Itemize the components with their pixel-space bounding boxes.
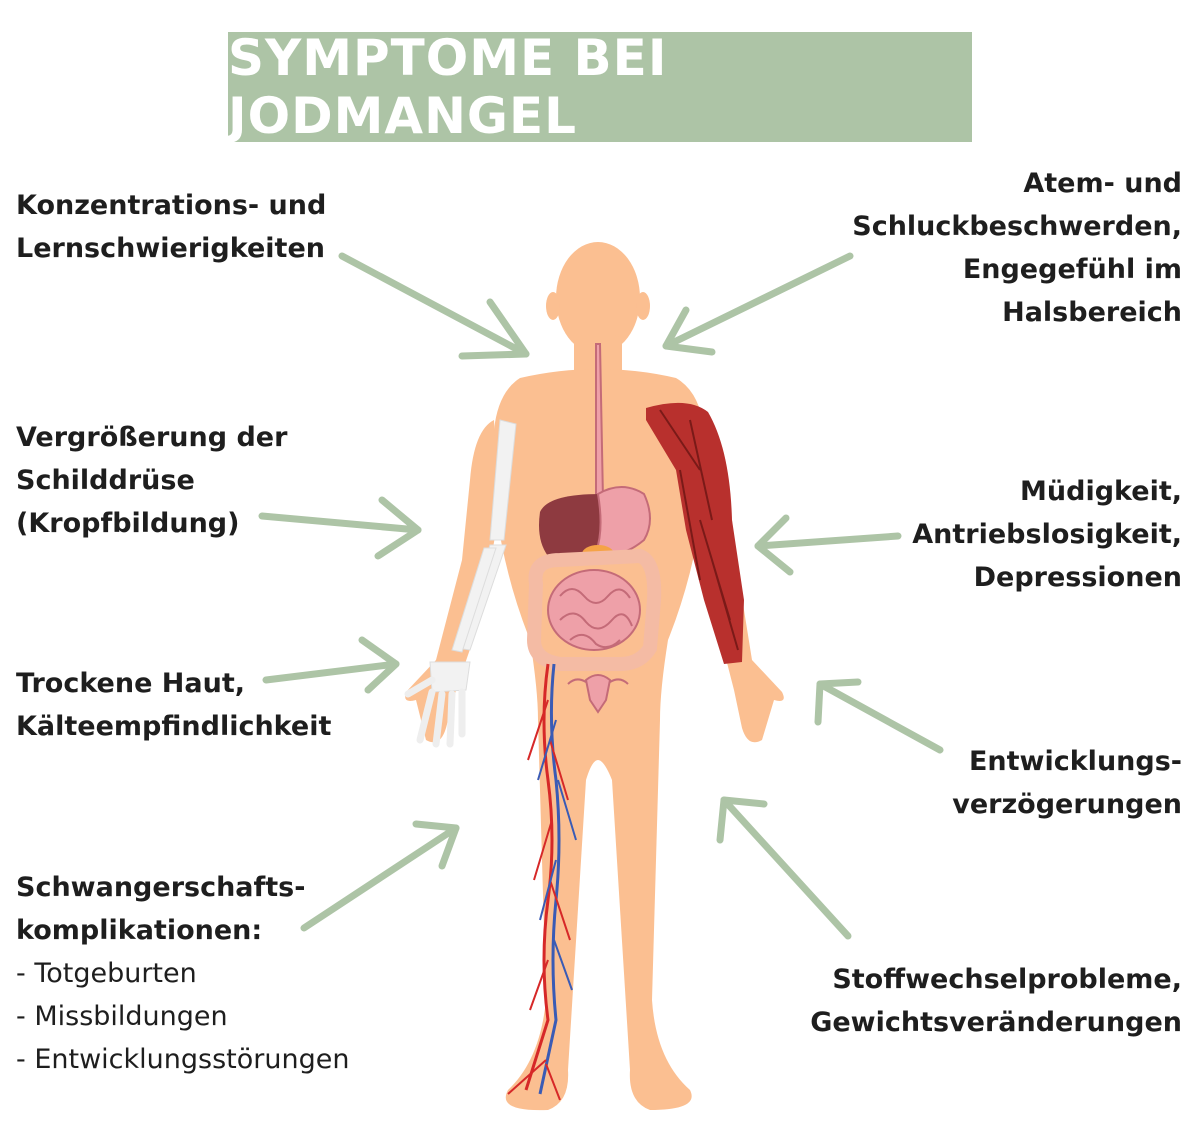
symptom-line: Entwicklungs-	[968, 746, 1182, 777]
stomach	[594, 486, 651, 556]
symptom-line: Lernschwierigkeiten	[16, 233, 325, 264]
symptom-thyroid: Vergrößerung der Schilddrüse (Kropfbildu…	[16, 416, 287, 545]
arm-bones	[404, 419, 517, 748]
arrow-metabolism	[716, 796, 852, 940]
arrow-development	[814, 678, 944, 754]
blood-vessels	[507, 663, 577, 1101]
arrows	[258, 252, 944, 940]
symptom-line: Atem- und	[1023, 168, 1182, 199]
arrow-concentration	[338, 252, 530, 360]
symptom-sub-item: - Totgeburten	[16, 958, 197, 989]
symptom-line: Stoffwechselprobleme,	[832, 964, 1182, 995]
symptom-line: Trockene Haut,	[16, 668, 245, 699]
symptom-concentration: Konzentrations- und Lernschwierigkeiten	[16, 184, 326, 270]
page-title: SYMPTOME BEI JODMANGEL	[228, 29, 668, 145]
symptom-breathing: Atem- und Schluckbeschwerden, Engegefühl…	[852, 162, 1182, 334]
uterus	[584, 674, 612, 714]
arrow-thyroid	[258, 496, 422, 560]
symptom-line: Müdigkeit,	[1020, 476, 1182, 507]
symptom-line: Schilddrüse	[16, 465, 195, 496]
symptom-line: verzögerungen	[952, 789, 1182, 820]
small-intestine	[547, 569, 641, 651]
symptom-line: Engegefühl im	[962, 254, 1182, 285]
symptom-line: (Kropfbildung)	[16, 508, 240, 539]
symptom-sub-item: - Entwicklungsstörungen	[16, 1044, 350, 1075]
symptom-metabolism: Stoffwechselprobleme, Gewichtsveränderun…	[810, 958, 1182, 1044]
symptom-pregnancy: Schwangerschafts- komplikationen: - Totg…	[16, 866, 349, 1081]
symptom-fatigue: Müdigkeit, Antriebslosigkeit, Depression…	[912, 470, 1182, 599]
symptom-skin: Trockene Haut, Kälteempfindlichkeit	[16, 662, 331, 748]
symptom-line: Kälteempfindlichkeit	[16, 711, 332, 742]
large-intestine	[526, 548, 662, 671]
symptom-line: Schwangerschafts-	[16, 872, 306, 903]
symptom-line: Konzentrations- und	[16, 190, 327, 221]
symptom-line: Depressionen	[973, 562, 1182, 593]
symptom-line: Antriebslosigkeit,	[912, 519, 1182, 550]
symptom-sub-item: - Missbildungen	[16, 1001, 228, 1032]
arrow-pregnancy	[300, 820, 460, 932]
arrow-breathing	[662, 252, 854, 356]
symptom-line: komplikationen:	[16, 915, 263, 946]
title-banner: SYMPTOME BEI JODMANGEL	[228, 29, 972, 145]
symptom-line: Gewichtsveränderungen	[810, 1007, 1182, 1038]
symptom-line: Vergrößerung der	[16, 422, 288, 453]
arm-muscles	[646, 402, 744, 664]
arrow-fatigue	[754, 514, 902, 576]
arrow-skin	[262, 636, 400, 694]
symptom-development: Entwicklungs- verzögerungen	[952, 740, 1182, 826]
symptom-line: Schluckbeschwerden,	[852, 211, 1182, 242]
symptom-line: Halsbereich	[1002, 297, 1182, 328]
